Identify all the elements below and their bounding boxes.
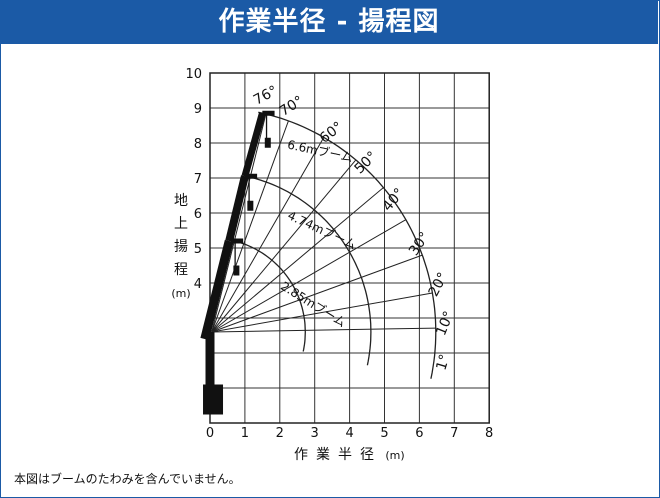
boom-arc-1 <box>231 239 306 352</box>
x-label-char-2: 業 <box>316 447 330 463</box>
y-label-char-3: 揚 <box>174 238 188 255</box>
x-tick-label: 3 <box>311 426 319 441</box>
y-label-unit: (m) <box>171 287 190 300</box>
y-tick-label: 5 <box>194 242 202 257</box>
boom-arc-2 <box>244 175 372 366</box>
angle-line-20 <box>211 254 423 333</box>
x-label-char-3: 半 <box>338 447 352 463</box>
x-tick-label: 2 <box>276 426 284 441</box>
x-tick-label: 7 <box>450 426 458 441</box>
boom-arc-3 <box>258 111 437 379</box>
x-axis-label: 作 業 半 径 (m) <box>294 447 405 463</box>
axis-ticks: 0 1 2 3 4 5 6 7 8 10 9 8 7 6 5 4 <box>185 67 493 441</box>
hook-block-3 <box>264 137 271 148</box>
angle-line-60 <box>211 137 325 333</box>
angle-label: 40° <box>380 185 408 214</box>
x-tick-label: 5 <box>380 426 388 441</box>
angle-line-10 <box>211 292 433 333</box>
y-tick-label: 6 <box>194 207 202 222</box>
boom-section-2 <box>225 175 249 242</box>
angle-line-70 <box>211 120 289 333</box>
y-label-char-2: 上 <box>174 216 188 232</box>
hook-block-2 <box>247 200 254 211</box>
y-axis-label: 地 上 揚 程 (m) <box>171 193 190 300</box>
angle-label: 50° <box>352 148 381 177</box>
angle-label: 76° <box>251 83 280 109</box>
x-tick-label: 0 <box>206 426 214 441</box>
boom-label: 4.74mブーム <box>286 207 359 252</box>
y-tick-label: 9 <box>194 102 202 117</box>
angle-label: 70° <box>277 93 307 120</box>
y-tick-label: 7 <box>194 172 202 187</box>
plot-border <box>209 72 490 424</box>
boom-arcs <box>231 111 437 379</box>
page-title: 作業半径 - 揚程図 <box>0 0 658 44</box>
y-tick-label: 8 <box>194 137 202 152</box>
y-tick-label: 4 <box>194 277 202 292</box>
x-tick-label: 8 <box>485 426 493 441</box>
x-tick-label: 4 <box>345 426 353 441</box>
y-label-char-1: 地 <box>174 193 188 209</box>
angle-lines <box>211 113 436 333</box>
x-tick-label: 1 <box>241 426 249 441</box>
angle-line-50 <box>211 159 357 333</box>
boom-label: 6.6mブーム <box>286 137 354 165</box>
angle-label: 30° <box>406 229 433 259</box>
x-label-char-1: 作 <box>294 447 308 463</box>
y-label-char-4: 程 <box>174 262 188 278</box>
boom-drawing <box>200 110 275 415</box>
angle-label: 20° <box>426 270 452 299</box>
boom-section-3 <box>241 112 266 178</box>
footnote: 本図はブームのたわみを含んでいません。 <box>14 472 241 486</box>
x-tick-label: 6 <box>415 426 423 441</box>
x-label-unit: (m) <box>385 449 404 462</box>
angle-line-76 <box>211 113 267 333</box>
boom-section-1 <box>200 239 234 341</box>
crane-base <box>203 384 224 415</box>
angle-line-40 <box>211 187 384 333</box>
angle-label: 1° <box>434 352 454 372</box>
hook-block-1 <box>233 265 240 276</box>
angle-line-30 <box>211 219 407 333</box>
angle-line-1 <box>211 327 436 333</box>
y-tick-label: 10 <box>185 67 202 82</box>
x-label-char-4: 径 <box>360 447 374 463</box>
diagram-labels: 76°70°60°50°40°30°20°10°1°2.85mブーム4.74mブ… <box>251 83 457 372</box>
